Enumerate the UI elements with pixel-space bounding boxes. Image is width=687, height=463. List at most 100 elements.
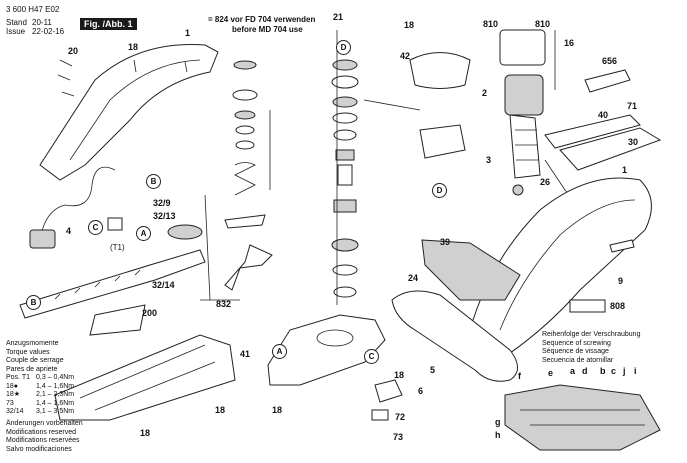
switch-c <box>107 217 123 231</box>
fan-cover <box>409 52 471 89</box>
part-18-e: 18 <box>394 370 405 380</box>
part-18-c: 18 <box>140 428 151 438</box>
torque-title-es: Pares de apriete <box>6 365 58 373</box>
gearbox-housing <box>267 314 386 386</box>
seq-letter-g: g <box>495 417 501 427</box>
part-808: 808 <box>610 301 626 311</box>
blade-guard <box>89 304 146 336</box>
torque-title-de: Anzugsmomente <box>6 340 59 347</box>
center-parts-column <box>224 60 273 291</box>
note-824-line2: before MD 704 use <box>232 25 303 34</box>
seq-letter-h: h <box>495 430 501 440</box>
ref-circle-d2: D <box>432 183 447 198</box>
switch-4 <box>29 229 56 249</box>
housing-bottom <box>54 334 236 421</box>
motor-field <box>504 74 544 116</box>
figure-label: Fig. /Abb. 1 <box>80 18 137 30</box>
seq-letter-a: a <box>570 366 576 376</box>
part-16: 16 <box>564 38 575 48</box>
brush-holder <box>499 29 546 66</box>
part-71: 71 <box>627 101 638 111</box>
part-32-13: 32/13 <box>153 211 176 221</box>
torque-title-fr: Couple de serrage <box>6 357 64 364</box>
torque-legend: Anzugsmomente Torque values Couple de se… <box>6 340 74 417</box>
armature <box>509 114 541 179</box>
part-24: 24 <box>408 273 419 283</box>
sequence-housing <box>504 384 661 451</box>
stand-date: 20-11 <box>32 18 52 27</box>
doc-number: 3 600 H47 E02 <box>6 5 60 14</box>
cable <box>39 166 116 241</box>
torque-row: 18★2,1 – 2,3Nm <box>6 391 75 398</box>
ref-circle-c1: C <box>88 220 103 235</box>
part-40: 40 <box>598 110 609 120</box>
seq-letter-i: i <box>634 366 637 376</box>
part-9: 9 <box>618 276 624 286</box>
cord-clamp <box>374 379 403 403</box>
label-808 <box>569 299 606 313</box>
part-32-9: 32/9 <box>153 198 171 208</box>
part-32-14: 32/14 <box>152 280 175 290</box>
ref-circle-a1: A <box>136 226 151 241</box>
part-72: 72 <box>395 412 406 422</box>
torque-row: 18●1,4 – 1,6Nm <box>6 382 75 390</box>
part-6: 6 <box>418 386 424 396</box>
bracket-9 <box>609 239 635 253</box>
seq-letter-b: b <box>600 366 606 376</box>
guard-39 <box>421 239 521 301</box>
seq-letter-f: f <box>518 371 521 381</box>
part-832: 832 <box>216 299 232 309</box>
part-30: 30 <box>628 137 639 147</box>
note-824-line1: = 824 vor FD 704 verwenden <box>208 15 316 24</box>
torque-title-en: Torque values <box>6 348 50 356</box>
handle-40 <box>544 114 641 149</box>
handle-656 <box>584 69 631 93</box>
seq-letter-c: c <box>611 366 617 376</box>
part-5: 5 <box>430 365 436 375</box>
seq-letter-e: e <box>548 368 554 378</box>
modifications-note: Änderungen vorbehalten Modifications res… <box>6 420 83 453</box>
bearing-column <box>331 59 359 298</box>
part-810b: 810 <box>535 19 551 29</box>
ref-circle-a2: A <box>272 344 287 359</box>
part-200: 200 <box>142 308 158 318</box>
stand-label: Stand <box>6 18 27 27</box>
part-656: 656 <box>602 56 618 66</box>
screw-group-top-left <box>57 59 188 97</box>
part-39: 39 <box>440 237 451 247</box>
part-2: 2 <box>482 88 488 98</box>
part-4: 4 <box>66 226 72 236</box>
hand-guard <box>391 290 518 382</box>
clamp-72 <box>371 409 389 421</box>
part-41: 41 <box>240 349 251 359</box>
label-t1: (T1) <box>110 243 125 252</box>
fan-hub <box>419 124 466 159</box>
part-18-b: 18 <box>215 405 226 415</box>
part-21: 21 <box>333 12 344 22</box>
part-26: 26 <box>540 177 551 187</box>
part-42: 42 <box>400 51 411 61</box>
part-810a: 810 <box>483 19 499 29</box>
ref-circle-d1: D <box>336 40 351 55</box>
gear-wheel <box>167 224 203 240</box>
part-1a: 1 <box>185 28 191 38</box>
part-3: 3 <box>486 155 492 165</box>
ref-circle-b2: B <box>26 295 41 310</box>
ref-circle-b1: B <box>146 174 161 189</box>
part-1b: 1 <box>622 165 628 175</box>
part-18-a: 18 <box>128 42 139 52</box>
part-20: 20 <box>68 46 79 56</box>
sequence-note: Reihenfolge der Verschraubung Sequence o… <box>542 331 641 364</box>
issue-label: Issue <box>6 27 26 36</box>
leader-lines <box>200 30 556 305</box>
seq-letter-j: j <box>623 366 626 376</box>
housing-half-top <box>39 43 219 181</box>
seq-letter-d: d <box>582 366 588 376</box>
part-73: 73 <box>393 432 404 442</box>
part-18-d: 18 <box>272 405 283 415</box>
ref-circle-c2: C <box>364 349 379 364</box>
part-18-top: 18 <box>404 20 415 30</box>
